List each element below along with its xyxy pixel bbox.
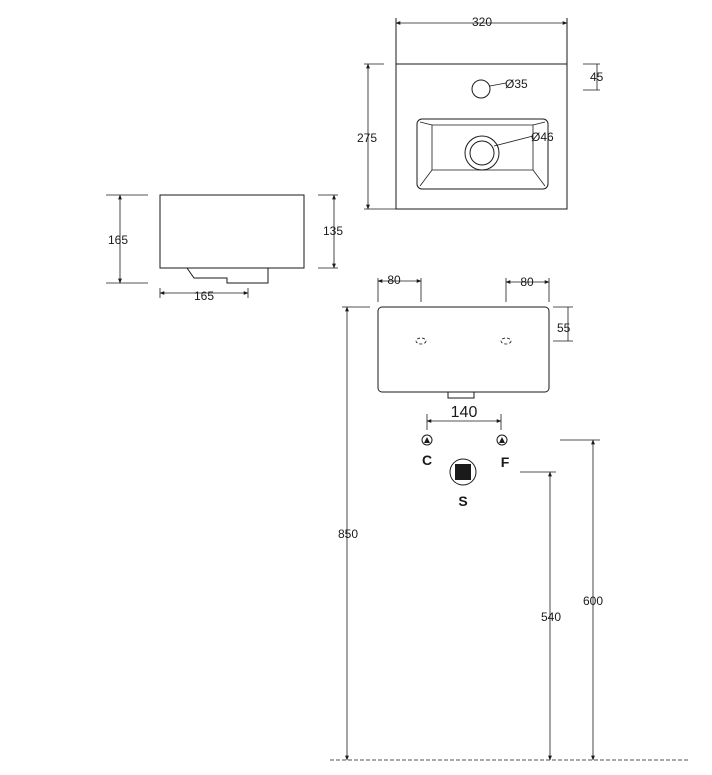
cold-supply-triangle xyxy=(424,437,430,443)
left-offset-dimension-label: 80 xyxy=(387,273,401,287)
right-offset-dimension-label: 80 xyxy=(520,275,534,289)
top-drop-dimension-label: 55 xyxy=(557,321,571,335)
cold-supply-icon xyxy=(421,434,433,446)
front-view-waste-pipe xyxy=(447,391,475,399)
cold-supply-label: C xyxy=(422,452,432,468)
bowl-corner-tr xyxy=(532,121,546,126)
hot-supply-triangle xyxy=(499,437,505,443)
bowl-inner xyxy=(431,124,534,171)
top-view-outline xyxy=(395,63,568,210)
base-dimension-label: 165 xyxy=(194,289,214,303)
front-view: 80 80 55 140 xyxy=(377,273,573,430)
tap-hole xyxy=(471,79,491,99)
basin-height-dimension-label: 135 xyxy=(323,224,343,238)
fixing-hole-right xyxy=(500,337,512,345)
bowl-corner-tl xyxy=(419,121,433,126)
depth-dimension-label: 275 xyxy=(357,131,377,145)
overall-height-dimension-label: 850 xyxy=(338,527,358,541)
waste-connection-square xyxy=(455,464,471,480)
side-view: 165 135 165 xyxy=(106,194,343,303)
bowl-corner-bl xyxy=(419,169,433,187)
waste-outlet-inner xyxy=(469,140,495,166)
supply-spacing-dimension-label: 140 xyxy=(451,404,478,421)
tap-hole-leader xyxy=(489,82,507,87)
waste-connection-label: S xyxy=(458,493,467,509)
top-view: 320 Ø35 Ø46 275 45 xyxy=(357,15,604,210)
hot-supply-icon xyxy=(496,434,508,446)
front-view-outline xyxy=(377,306,550,393)
bowl-corner-br xyxy=(532,169,546,187)
connection-points: C F S xyxy=(421,434,510,509)
height-dimensions: 850 540 600 xyxy=(330,306,690,761)
waste-outlet-outer xyxy=(464,135,500,171)
waste-outlet-leader xyxy=(493,135,534,147)
bowl-outline xyxy=(416,118,549,190)
tap-hole-label: Ø35 xyxy=(505,77,528,91)
fixing-hole-left xyxy=(415,337,427,345)
rim-dimension-label: 45 xyxy=(590,70,604,84)
side-height-dimension-label: 165 xyxy=(108,233,128,247)
width-dimension-label: 320 xyxy=(472,15,492,29)
waste-outlet-label: Ø46 xyxy=(531,130,554,144)
side-view-base xyxy=(186,267,269,284)
waste-connection-icon xyxy=(449,458,477,486)
waste-height-dimension-label: 540 xyxy=(541,610,561,624)
side-view-outline xyxy=(159,194,305,269)
hot-supply-label: F xyxy=(501,454,510,470)
supply-height-dimension-label: 600 xyxy=(583,594,603,608)
